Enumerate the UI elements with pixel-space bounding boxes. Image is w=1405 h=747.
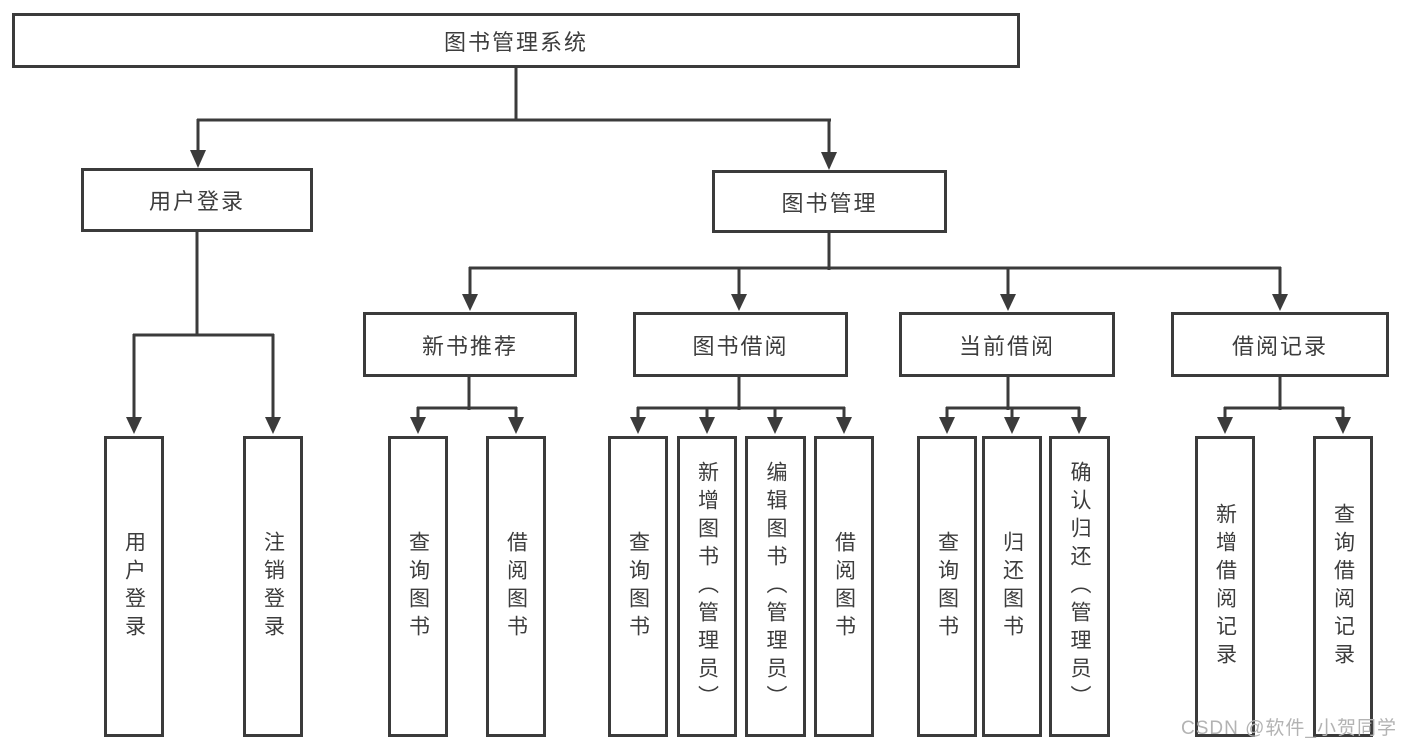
leaf-query-borrow-record: 查询借阅记录 bbox=[1313, 436, 1373, 737]
node-borrow-records: 借阅记录 bbox=[1171, 312, 1389, 377]
leaf-add-borrow-record: 新增借阅记录 bbox=[1195, 436, 1255, 737]
leaf-borrow-books-recommend: 借阅图书 bbox=[486, 436, 546, 737]
node-user-login: 用户登录 bbox=[81, 168, 313, 232]
csdn-watermark: CSDN @软件_小贺同学 bbox=[1181, 718, 1397, 739]
node-book-borrow: 图书借阅 bbox=[633, 312, 848, 377]
node-root-system: 图书管理系统 bbox=[12, 13, 1020, 68]
node-new-book-recommend: 新书推荐 bbox=[363, 312, 577, 377]
leaf-add-book-admin: 新增图书（管理员） bbox=[677, 436, 737, 737]
leaf-confirm-return-admin: 确认归还（管理员） bbox=[1049, 436, 1110, 737]
leaf-edit-book-admin: 编辑图书（管理员） bbox=[745, 436, 806, 737]
leaf-user-login: 用户登录 bbox=[104, 436, 164, 737]
node-book-management: 图书管理 bbox=[712, 170, 947, 233]
leaf-borrow-books: 借阅图书 bbox=[814, 436, 874, 737]
leaf-return-book: 归还图书 bbox=[982, 436, 1042, 737]
leaf-query-books-current: 查询图书 bbox=[917, 436, 977, 737]
leaf-query-books-borrow: 查询图书 bbox=[608, 436, 668, 737]
node-current-borrow: 当前借阅 bbox=[899, 312, 1115, 377]
leaf-logout: 注销登录 bbox=[243, 436, 303, 737]
leaf-query-books-recommend: 查询图书 bbox=[388, 436, 448, 737]
